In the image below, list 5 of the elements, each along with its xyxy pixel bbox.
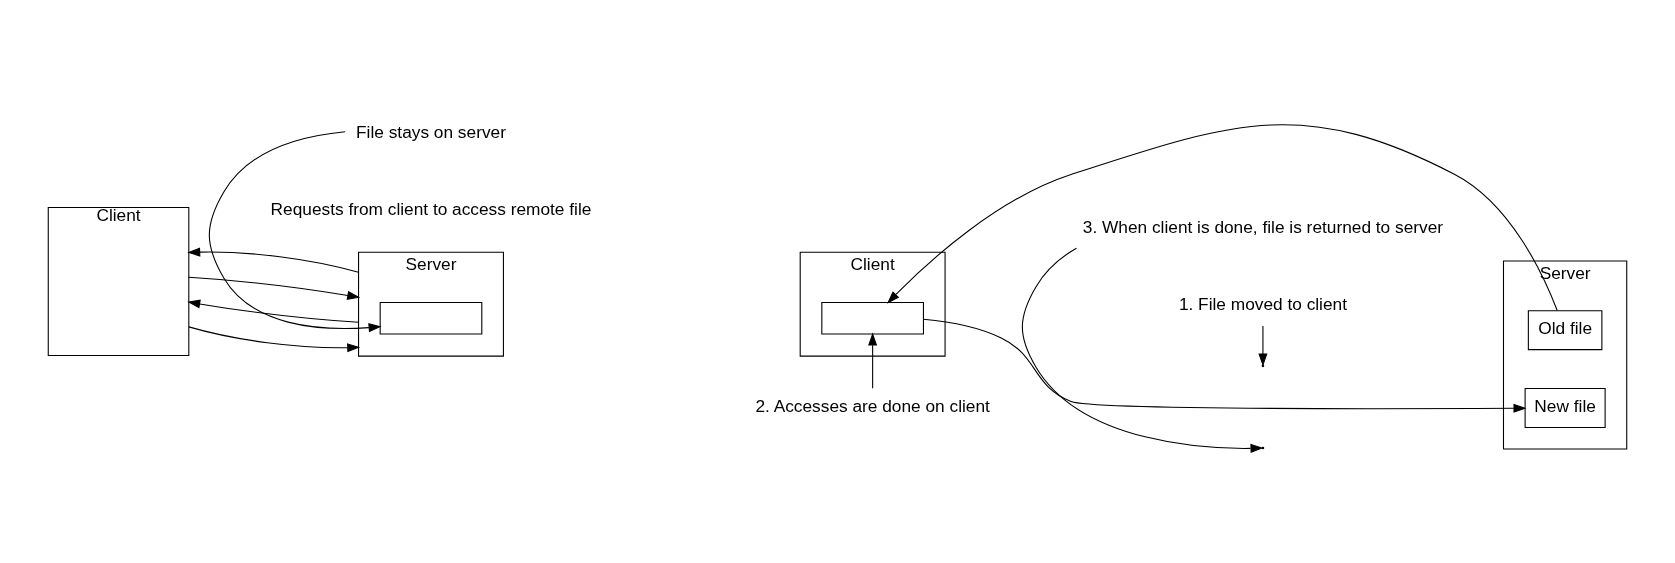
node-text: 1. File moved to client xyxy=(1178,294,1347,315)
label: Requests from client to access remote file xyxy=(270,199,592,220)
node-text: 2. Accesses are done on client xyxy=(755,396,990,417)
node-text: File stays on server xyxy=(356,121,506,142)
node-text: 3. When client is done, file is returned to server xyxy=(1082,216,1444,237)
